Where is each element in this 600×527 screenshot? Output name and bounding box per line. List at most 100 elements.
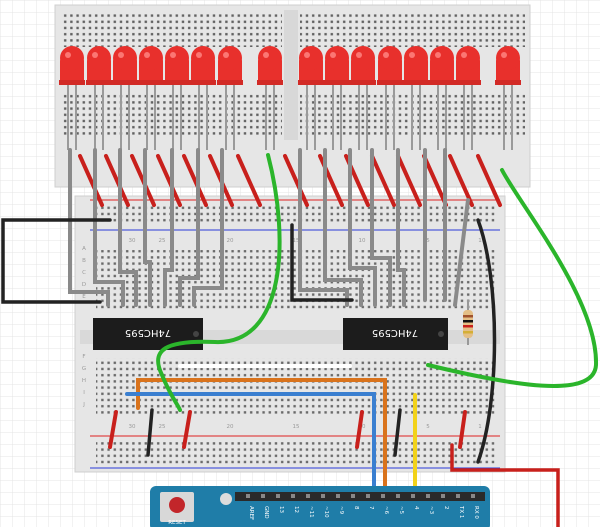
reset-button-cap[interactable] [169,497,185,513]
led [217,46,243,85]
row-letter: C [82,270,86,276]
pin-label: 8 [353,506,359,510]
red-jumper-wire [78,154,104,207]
column-number: 15 [293,424,300,430]
led [350,46,376,85]
led [455,46,481,85]
pin-label: 2 [443,506,449,510]
shift-register-chip-1: 74HC595 [93,318,203,350]
header-pin [471,494,475,498]
led [403,46,429,85]
column-number: 10 [359,424,366,430]
red-jumper-wire [448,154,474,207]
red-jumper-wire [370,154,396,207]
header-pin [381,494,385,498]
column-number: 15 [293,238,300,244]
led [429,46,455,85]
column-number: 1 [478,424,482,430]
led [86,46,112,85]
pin-label: GND [263,506,269,519]
red-jumper-wire [396,154,422,207]
column-number: 10 [359,238,366,244]
led [190,46,216,85]
header-pin [456,494,460,498]
pin-label: 4 [413,506,419,510]
column-number: 5 [426,424,430,430]
header-pin [321,494,325,498]
red-jumper-wire [422,154,448,207]
row-letter: G [82,366,86,372]
led [138,46,164,85]
header-pin [246,494,250,498]
header-pins [246,494,475,498]
row-letter: J [82,402,85,408]
column-number: 30 [129,238,136,244]
pin-label: ~3 [428,506,434,515]
pin-label: TX 1 [458,505,464,518]
red-jumper-wire [283,154,309,207]
green-wires [156,153,599,412]
top-breadboard [54,4,531,188]
column-number: 30 [129,424,136,430]
column-number: 25 [159,424,166,430]
column-number: 1 [478,238,482,244]
gray-wires [68,148,470,307]
row-letter: I [83,390,85,396]
black-wires [1,218,497,464]
led [377,46,403,85]
pin-label: ~5 [398,506,404,515]
header-pin [336,494,340,498]
header-pin [426,494,430,498]
column-numbers: 30 30 25 25 20 20 15 15 10 10 5 5 1 1 [129,238,482,430]
pin-label: 13 [278,506,284,513]
led [298,46,324,85]
header-pin [396,494,400,498]
red-jumper-wire [104,154,130,207]
reset-label: RESET [168,520,186,526]
led [495,46,521,85]
led [324,46,350,85]
red-jumper-wire [236,154,262,207]
shift-register-chip-2: 74HC595 [343,318,448,350]
red-jumper-wire [156,154,182,207]
row-letter: E [82,294,86,300]
row-letter: H [82,378,86,384]
chip-label: 74HC595 [372,327,418,338]
pin-label: ~6 [383,506,389,515]
pin-label: ~11 [308,506,314,518]
lower-red-jumpers [108,410,467,449]
pin-label: AREF [248,506,254,520]
pin-label: ~10 [323,506,329,518]
resistor [463,300,473,345]
column-number: 25 [159,238,166,244]
header-pin [291,494,295,498]
pin-label: 12 [293,506,299,513]
column-number: 5 [426,238,430,244]
pin-label: 7 [368,506,374,510]
header-pin [441,494,445,498]
header-pin [411,494,415,498]
led [112,46,138,85]
red-jumper-wire [182,154,208,207]
led [59,46,85,85]
red-power-wire [450,443,560,527]
chip-label: 74HC595 [125,327,171,338]
red-jumper-wire [476,154,502,207]
row-letter: D [82,282,86,288]
row-letter: F [82,354,85,360]
header-pin [261,494,265,498]
row-letter: B [82,258,86,264]
led [164,46,190,85]
led-row [59,46,521,85]
pin-label: RX 0 [473,506,479,519]
column-number: 20 [227,238,234,244]
header-pin [351,494,355,498]
header-pin [306,494,310,498]
column-number: 20 [227,424,234,430]
led [257,46,283,85]
